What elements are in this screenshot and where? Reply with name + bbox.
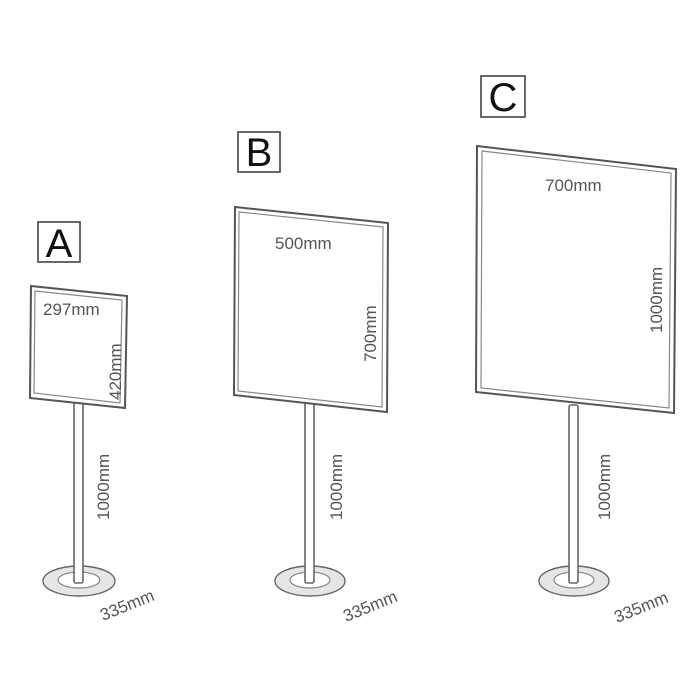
stand-b: B 500mm 700mm 1000mm 335mm [232,131,400,626]
stand-b-base-diameter: 335mm [340,587,400,626]
stand-c-pole [568,404,579,584]
stand-a-label: A [46,222,73,266]
stand-b-label-box [237,131,281,173]
stand-c-label-box [480,75,526,118]
stand-b-width: 500mm [275,234,332,253]
stand-b-pole [304,399,315,584]
stand-b-pole-length: 1000mm [327,454,346,520]
stand-c-label: C [489,76,518,120]
stand-a-height: 420mm [106,343,125,400]
stand-a-label-box [37,221,81,263]
stand-a-frame [28,284,129,410]
stand-c-base-diameter: 335mm [611,588,671,627]
stand-a: A 297mm 420mm 1000mm 335mm [28,221,157,625]
stand-b-label: B [246,131,273,175]
stand-c-frame [474,144,678,415]
stand-b-height: 700mm [361,305,380,362]
stand-a-pole-length: 1000mm [94,454,113,520]
stand-b-frame [232,205,390,414]
stand-c-width: 700mm [545,176,602,195]
stand-c-height: 1000mm [647,267,666,333]
stand-a-base-diameter: 335mm [97,586,157,625]
stand-a-width: 297mm [43,300,100,319]
stand-b-frame-inner [237,211,384,408]
stand-a-pole [73,399,84,584]
stand-c: C 700mm 1000mm 1000mm 335mm [474,75,678,627]
stand-c-pole-length: 1000mm [595,454,614,520]
stand-a-frame-inner [33,290,123,404]
stand-c-frame-inner [480,150,672,409]
